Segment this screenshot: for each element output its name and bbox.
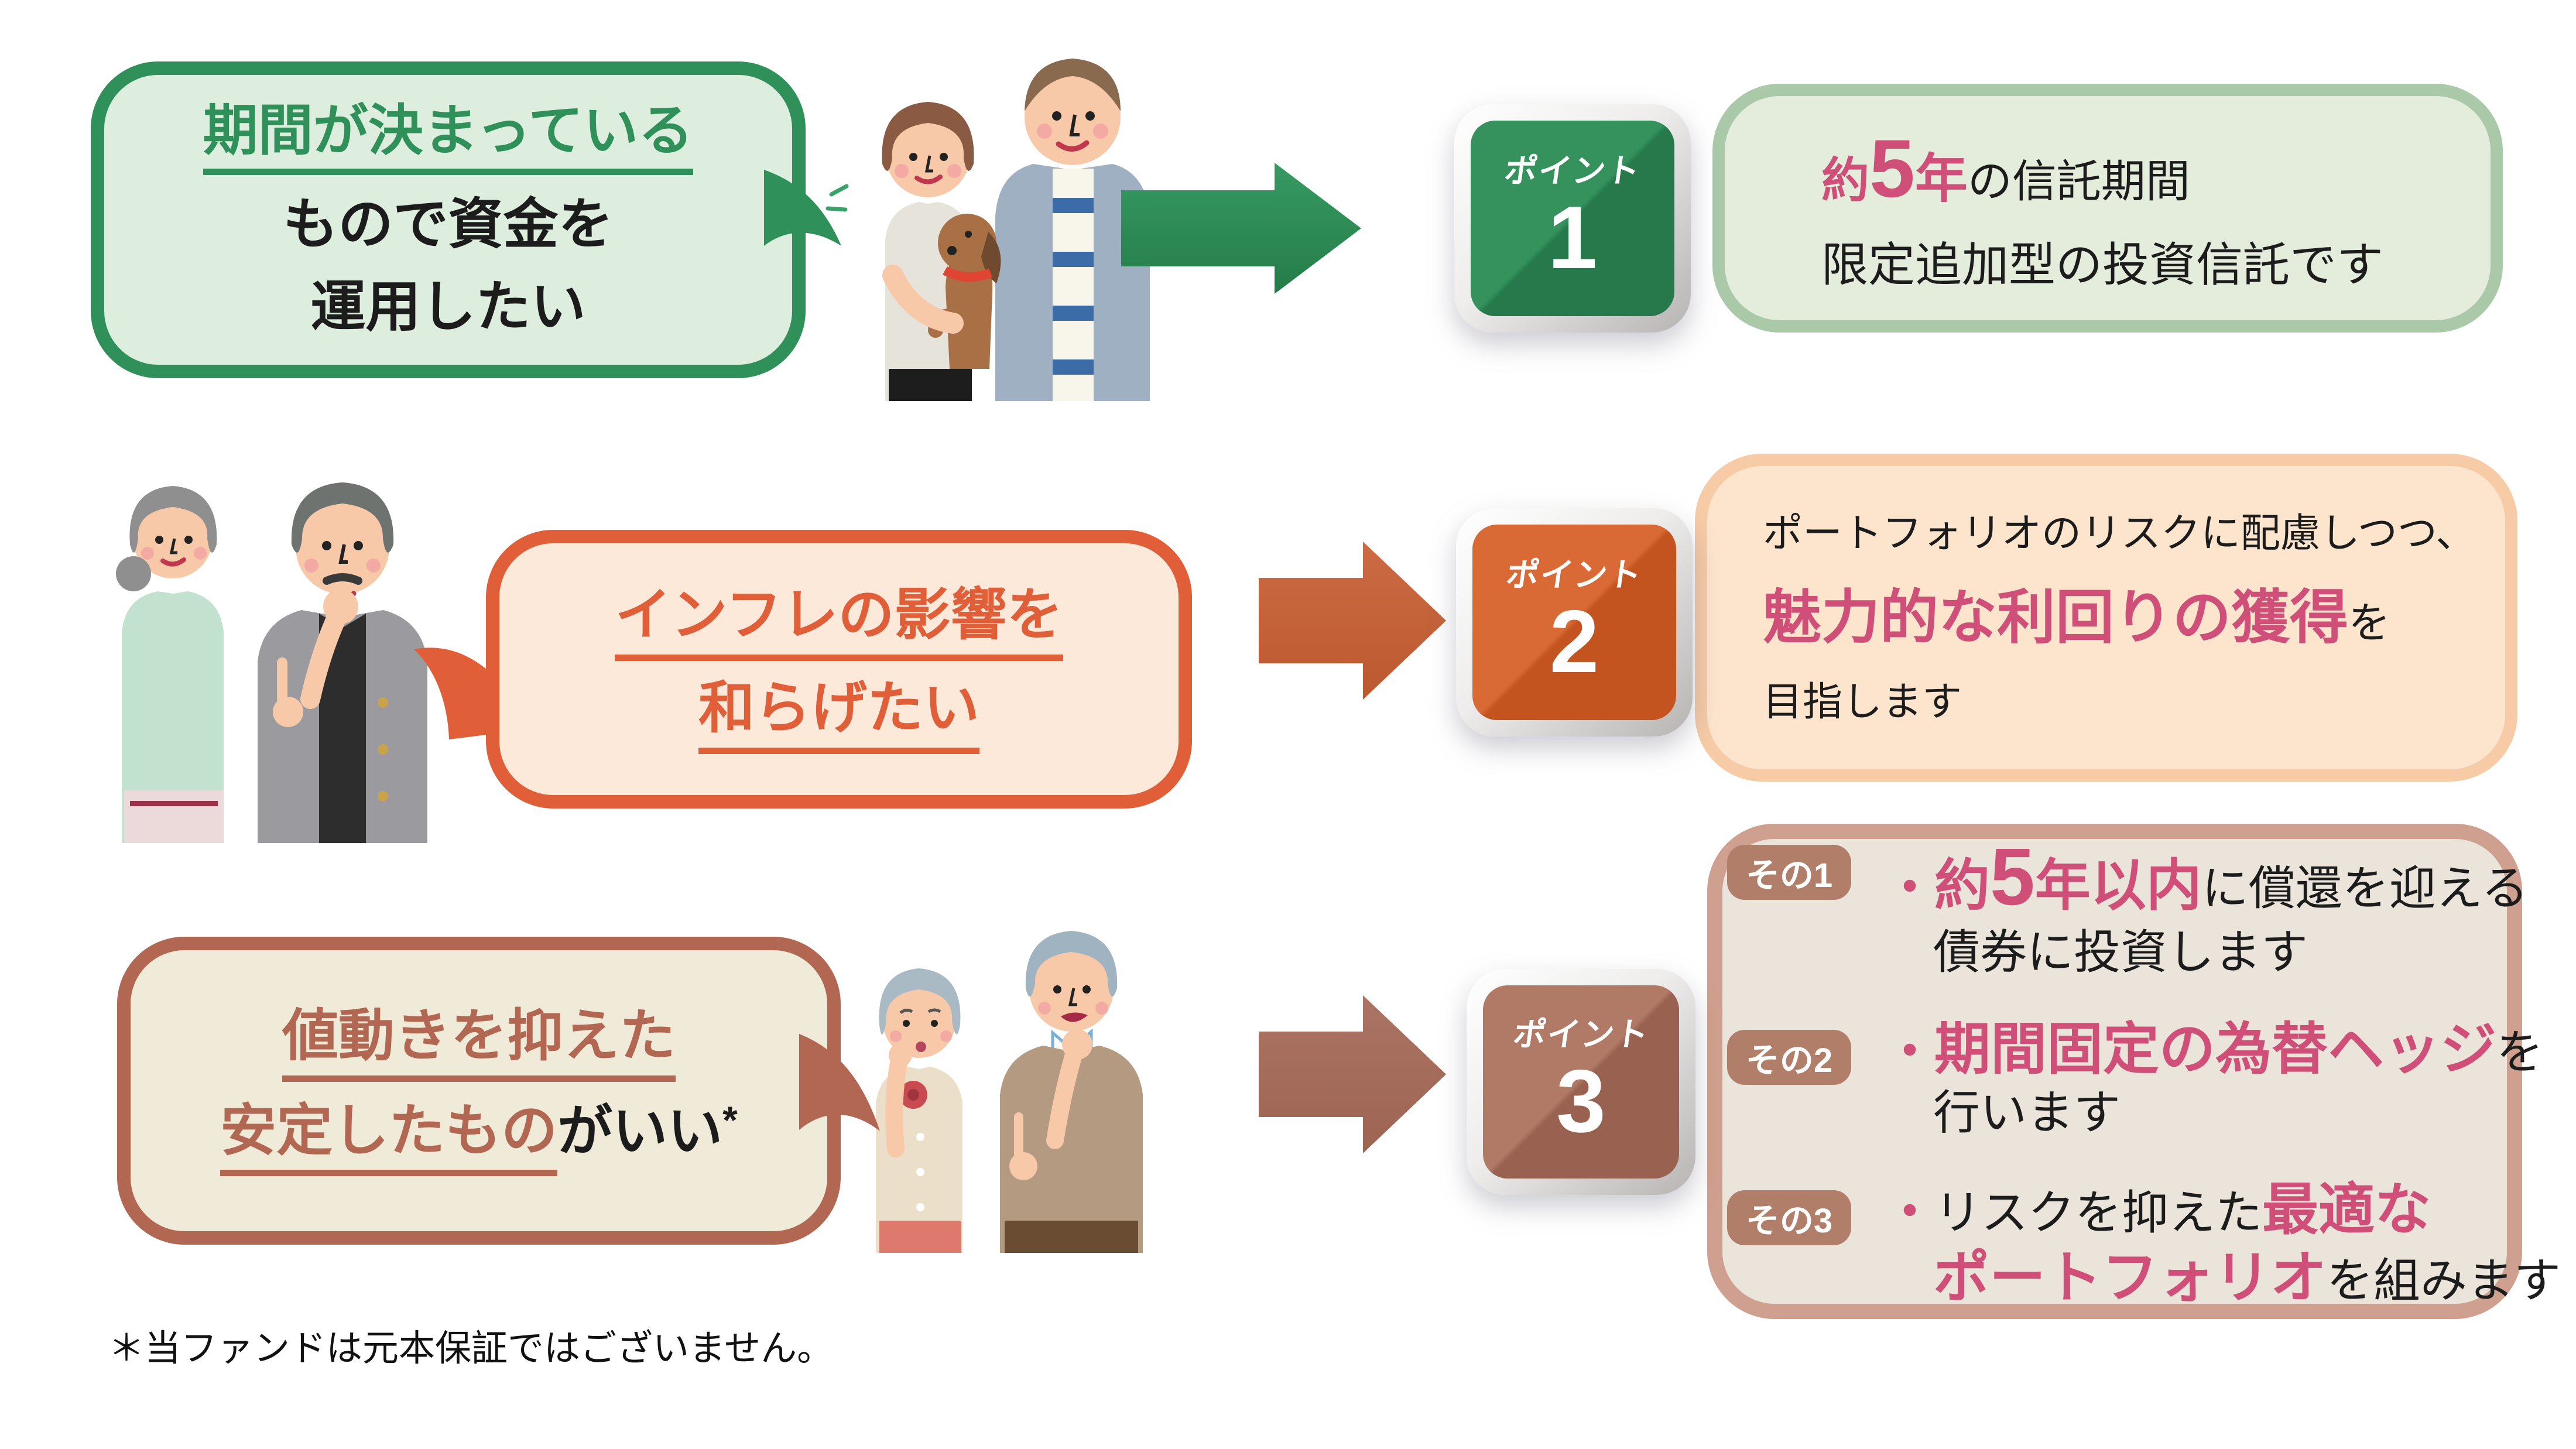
panel1-num5: 5 [1869, 122, 1915, 214]
item-1-bullet-icon: ・ [1885, 860, 1935, 915]
middle-aged-couple-thinking-illustration [116, 482, 427, 843]
speech-bubble-inflation: インフレの影響を 和らげたい [486, 530, 1192, 809]
item-1-em-post: 年以内 [2034, 855, 2202, 917]
bubble3-line2: 安定したものがいい* [220, 1098, 738, 1177]
point-2-badge: ポイント 2 [1456, 508, 1693, 737]
item-1-label: その1 [1727, 845, 1851, 900]
panel2-line2-em: 魅力的な利回りの獲得 [1763, 585, 2348, 650]
footnote-no-principal-guarantee: ＊当ファンドは元本保証ではございません。 [108, 1328, 834, 1369]
bubble3-line1: 値動きを抑えた [282, 1005, 676, 1082]
arrow-right-brown-icon [1259, 995, 1446, 1153]
panel2-line1: ポートフォリオのリスクに配慮しつつ、 [1763, 511, 2476, 556]
point-2-panel: ポートフォリオのリスクに配慮しつつ、 魅力的な利回りの獲得を 目指します [1695, 454, 2517, 782]
point-3-panel: その1 ・約5年以内に償還を迎える 債券に投資します その2 ・期間固定の為替ヘ… [1707, 824, 2561, 1319]
point-1-number: 1 [1547, 188, 1598, 287]
bubble1-line1: 期間が決まっている [203, 100, 694, 175]
panel1-line2: 限定追加型の投資信託です [1821, 239, 2383, 291]
point-3-item-3: その3 ・リスクを抑えた最適な ポートフォリオを組みます [1722, 1182, 2561, 1306]
bubble2-tail-icon [414, 648, 487, 739]
item-1-em-big: 5 [1990, 832, 2035, 922]
item-3-line2-plain: を組みます [2327, 1255, 2561, 1307]
item-3-line2: ポートフォリオを組みます [1885, 1250, 2561, 1306]
panel2-line2-plain: を [2348, 600, 2391, 647]
panel2-line2: 魅力的な利回りの獲得を [1763, 588, 2505, 647]
speech-bubble-stability: 値動きを抑えた 安定したものがいい* [117, 937, 841, 1245]
bubble3-asterisk: * [722, 1098, 738, 1142]
bubble1-line3: 運用したい [310, 275, 586, 337]
point-2-number: 2 [1549, 592, 1599, 691]
bubble1-tail-icon [764, 170, 841, 246]
bubble3-line2-em: 安定したもの [220, 1099, 558, 1177]
panel1-rest: の信託期間 [1967, 157, 2190, 207]
item-3-bullet-icon: ・ [1885, 1184, 1935, 1239]
item-1-line1: ・約5年以内に償還を迎える [1885, 837, 2528, 917]
item-2-label: その2 [1727, 1030, 1851, 1085]
point-3-label: ポイント [1510, 1016, 1652, 1053]
point-3-badge: ポイント 3 [1467, 969, 1695, 1195]
senior-couple-thinking-illustration [876, 931, 1143, 1253]
point-2-label: ポイント [1503, 556, 1645, 593]
item-1-line2: 債券に投資します [1933, 926, 2308, 978]
arrow-right-orange-icon [1259, 542, 1446, 700]
panel2-line3: 目指します [1763, 680, 1962, 724]
point-3-number: 3 [1556, 1051, 1606, 1151]
bubble3-line2-plain: がいい [557, 1099, 723, 1162]
young-couple-with-dog-illustration [825, 59, 1150, 401]
item-3-line2-em: ポートフォリオ [1933, 1246, 2327, 1309]
panel1-about: 約 [1821, 154, 1870, 207]
item-1-plain: に償還を迎える [2201, 862, 2529, 914]
item-2-plain: を [2496, 1026, 2544, 1078]
item-3-plain-pre: リスクを抑えた [1934, 1187, 2263, 1239]
item-3-label: その3 [1727, 1190, 1851, 1245]
item-2-bullet-icon: ・ [1885, 1024, 1935, 1079]
item-2-line2: 行います [1933, 1087, 2121, 1139]
item-2-em: 期間固定の為替ヘッジ [1934, 1018, 2497, 1081]
point-1-badge: ポイント 1 [1454, 104, 1691, 333]
point-1-panel: 約5年の信託期間 限定追加型の投資信託です [1712, 84, 2503, 333]
item-3-em: 最適な [2262, 1179, 2431, 1241]
item-2-line1: ・期間固定の為替ヘッジを [1885, 1022, 2543, 1078]
item-3-line1: ・リスクを抑えた最適な [1885, 1182, 2561, 1238]
bubble2-line2: 和らげたい [698, 677, 979, 754]
item-1-em-pre: 約 [1934, 855, 1991, 917]
bubble1-line2: もので資金を [283, 193, 614, 255]
point-3-item-2: その2 ・期間固定の為替ヘッジを 行います [1722, 1022, 2543, 1136]
speech-bubble-fixed-period: 期間が決まっている もので資金を 運用したい [91, 61, 806, 378]
panel1-year: 年 [1914, 150, 1968, 208]
bubble3-tail-icon [799, 1034, 880, 1131]
point-3-item-1: その1 ・約5年以内に償還を迎える 債券に投資します [1722, 837, 2528, 976]
panel1-line1: 約5年の信託期間 [1821, 128, 2491, 210]
bubble2-line1: インフレの影響を [615, 584, 1063, 661]
point-1-label: ポイント [1502, 152, 1643, 189]
